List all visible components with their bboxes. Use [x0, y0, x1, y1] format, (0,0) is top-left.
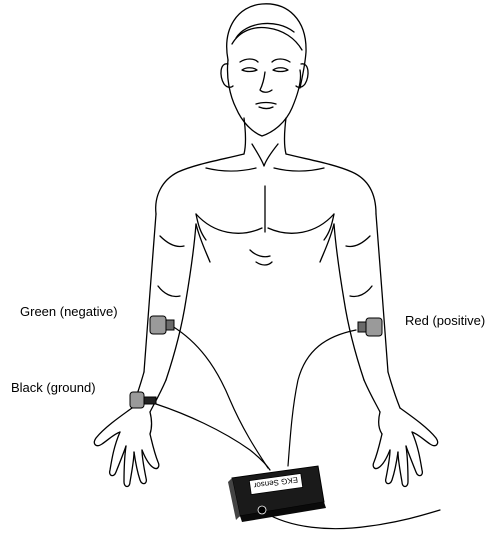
green-lead-wire — [172, 326, 268, 468]
left-arm — [94, 214, 196, 487]
green-negative-label: Green (negative) — [20, 304, 118, 319]
right-arm — [334, 214, 438, 487]
torso — [156, 154, 376, 265]
head — [221, 4, 308, 166]
black-ground-label: Black (ground) — [11, 380, 96, 395]
sensor-cable-port — [258, 506, 266, 514]
ekg-sensor-box: EKG Sensor — [228, 466, 326, 522]
electrode-green — [150, 316, 174, 334]
red-lead-wire — [288, 330, 356, 466]
red-positive-label: Red (positive) — [405, 313, 485, 328]
black-lead-wire — [156, 404, 270, 470]
electrode-red — [358, 318, 382, 336]
electrode-black — [130, 392, 156, 408]
